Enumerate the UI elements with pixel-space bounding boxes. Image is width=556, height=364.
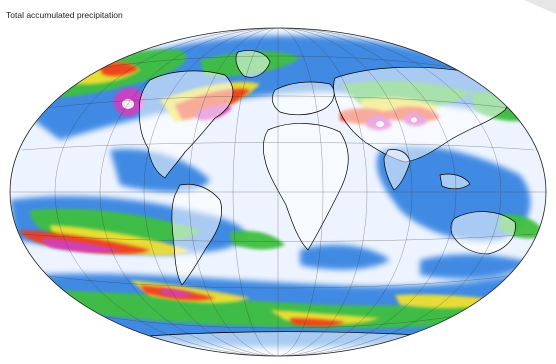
india — [383, 149, 411, 191]
greenland — [235, 50, 271, 78]
southeast-asia — [439, 173, 471, 190]
africa — [262, 123, 349, 251]
graticule — [10, 28, 546, 356]
europe — [271, 81, 335, 116]
corner-decoration — [524, 0, 556, 14]
australia — [450, 211, 516, 255]
map-title: Total accumulated precipitation — [6, 10, 123, 20]
north-america — [138, 70, 234, 179]
south-america — [171, 183, 222, 286]
globe-outline — [9, 27, 547, 357]
